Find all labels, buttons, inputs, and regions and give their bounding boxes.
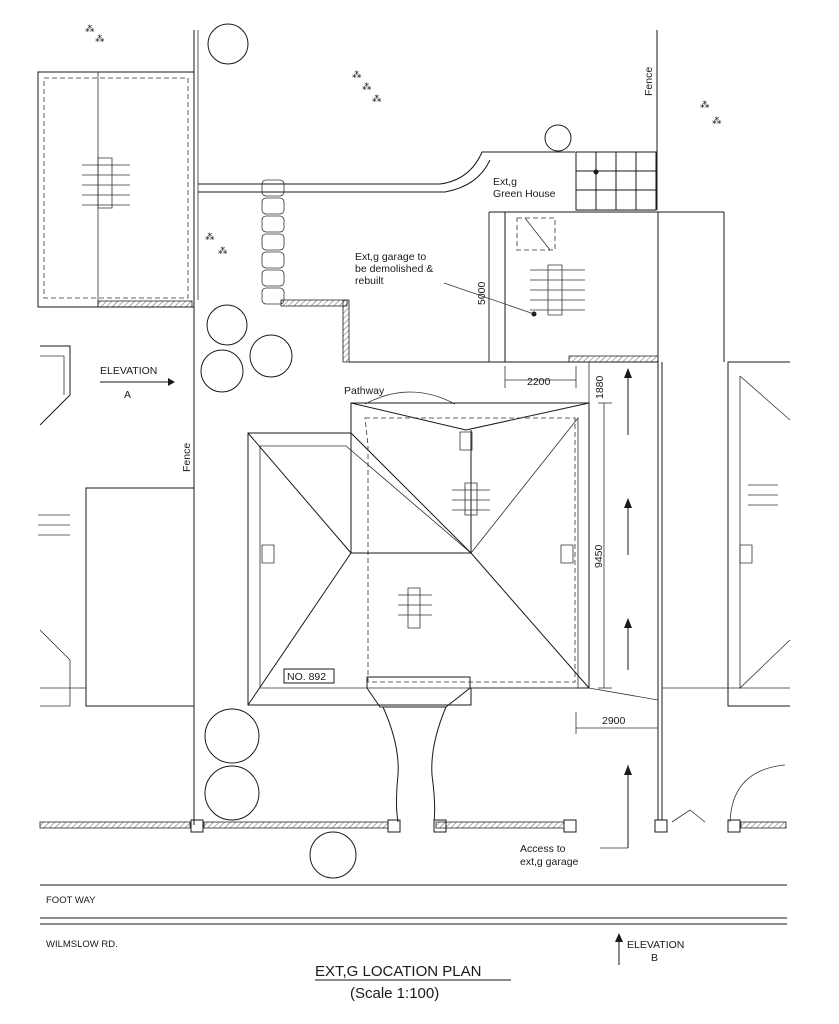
greenhouse — [576, 152, 656, 210]
garage-label-1: Ext,g garage to — [355, 251, 426, 263]
footway-and-road — [40, 885, 787, 924]
gate-arc — [730, 765, 785, 822]
neighbour-building-right — [658, 212, 790, 706]
access-label-2: ext,g garage — [520, 856, 579, 868]
dimension-9450: 9450 — [593, 544, 605, 568]
garage-label-3: rebuilt — [355, 275, 384, 287]
neighbour-building-top-left — [38, 72, 194, 307]
dimension-2200: 2200 — [527, 376, 551, 388]
dimension-5000: 5000 — [476, 281, 488, 305]
svg-text:⁂: ⁂ — [362, 82, 372, 93]
greenhouse-label-2: Green House — [493, 188, 556, 200]
dimension-1880: 1880 — [594, 375, 606, 399]
pathway-arc — [365, 392, 455, 404]
svg-text:⁂: ⁂ — [700, 100, 710, 111]
garage-label-2: be demolished & — [355, 263, 433, 275]
fence-label-top: Fence — [643, 67, 655, 96]
foot-way-label: FOOT WAY — [46, 895, 96, 906]
elevation-a-label-1: ELEVATION — [100, 365, 157, 377]
access-label-1: Access to — [520, 843, 566, 855]
elevation-b-label-1: ELEVATION — [627, 939, 684, 951]
svg-text:⁂: ⁂ — [85, 24, 95, 35]
plan-scale: (Scale 1:100) — [350, 985, 439, 1002]
plant-marks: ⁂⁂ ⁂⁂⁂ ⁂⁂ ⁂⁂ — [85, 24, 722, 257]
front-drive — [367, 677, 470, 822]
svg-text:⁂: ⁂ — [372, 94, 382, 105]
elevation-b-label-2: B — [651, 952, 658, 964]
road-label: WILMSLOW RD. — [46, 939, 118, 950]
svg-text:⁂: ⁂ — [95, 34, 105, 45]
pathway-label: Pathway — [344, 385, 385, 397]
front-boundary-wall — [40, 820, 786, 832]
svg-text:⁂: ⁂ — [712, 116, 722, 127]
fence-label-left: Fence — [181, 443, 193, 472]
svg-text:⁂: ⁂ — [205, 232, 215, 243]
main-house — [248, 403, 589, 705]
svg-text:⁂: ⁂ — [218, 246, 228, 257]
house-number-box — [284, 669, 334, 683]
garden-path — [198, 152, 575, 304]
rear-yard-wall — [281, 300, 505, 362]
greenhouse-label-1: Ext,g — [493, 176, 517, 188]
window-symbol — [82, 158, 130, 208]
driveway-arrows — [624, 368, 632, 848]
dimension-2900: 2900 — [602, 715, 626, 727]
svg-text:⁂: ⁂ — [352, 70, 362, 81]
house-number: NO. 892 — [287, 671, 326, 683]
plan-title: EXT,G LOCATION PLAN — [315, 963, 481, 980]
elevation-a-label-2: A — [124, 389, 131, 401]
trees — [201, 24, 571, 878]
neighbour-building-bottom-left — [38, 346, 194, 706]
right-fence-posts — [658, 362, 662, 820]
